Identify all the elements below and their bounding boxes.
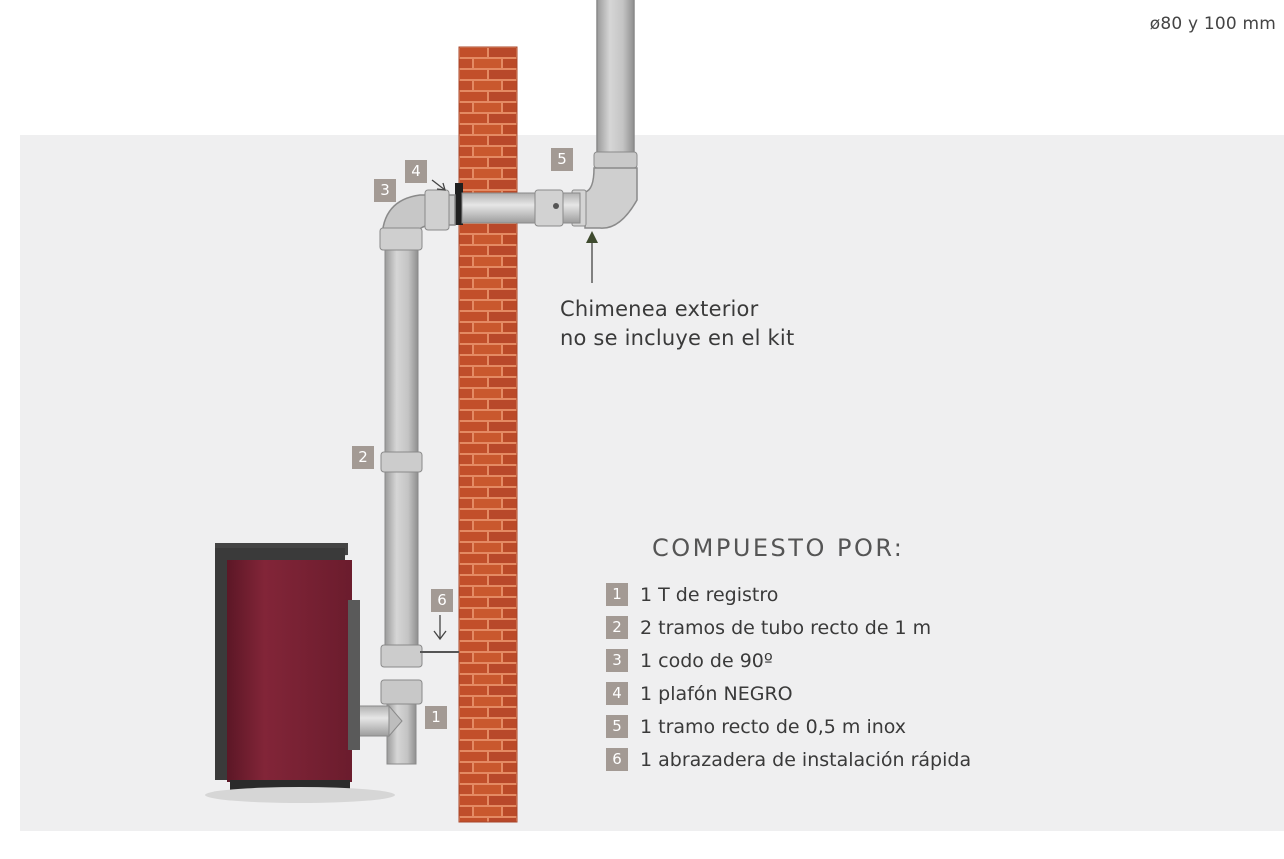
marker-5: 5 <box>551 148 573 171</box>
exterior-chimney-pipe <box>571 0 638 229</box>
wall-pass-pipe <box>455 183 581 227</box>
callout-line-1: Chimenea exterior <box>560 297 759 321</box>
marker-3: 3 <box>374 179 396 202</box>
legend-label: 1 T de registro <box>640 583 779 606</box>
legend-label: 1 plafón NEGRO <box>640 682 793 705</box>
marker-1: 1 <box>425 706 447 729</box>
legend-title: COMPUESTO POR: <box>652 534 905 562</box>
pellet-stove <box>205 543 395 803</box>
legend-number: 3 <box>606 649 628 672</box>
brick-wall <box>458 46 518 823</box>
legend-number: 2 <box>606 616 628 639</box>
legend-item: 6 1 abrazadera de instalación rápida <box>606 743 971 776</box>
marker-6: 6 <box>431 589 453 612</box>
legend-label: 1 abrazadera de instalación rápida <box>640 748 972 771</box>
legend-label: 1 tramo recto de 0,5 m inox <box>640 715 907 738</box>
interior-flue-pipe <box>354 189 459 765</box>
legend-number: 6 <box>606 748 628 771</box>
diameter-note: ø80 y 100 mm <box>1149 14 1276 34</box>
legend-item: 2 2 tramos de tubo recto de 1 m <box>606 611 971 644</box>
callout-arrow <box>586 231 598 283</box>
legend-number: 4 <box>606 682 628 705</box>
legend-label: 1 codo de 90º <box>640 649 773 672</box>
legend-list: 1 1 T de registro 2 2 tramos de tubo rec… <box>606 578 971 776</box>
marker-4: 4 <box>405 160 427 183</box>
legend-label: 2 tramos de tubo recto de 1 m <box>640 616 932 639</box>
legend-item: 4 1 plafón NEGRO <box>606 677 971 710</box>
legend-number: 1 <box>606 583 628 606</box>
legend-item: 1 1 T de registro <box>606 578 971 611</box>
marker-2: 2 <box>352 446 374 469</box>
legend-number: 5 <box>606 715 628 738</box>
marker-arrows <box>431 179 447 641</box>
exterior-chimney-callout: Chimenea exterior no se incluye en el ki… <box>560 295 794 353</box>
legend-item: 3 1 codo de 90º <box>606 644 971 677</box>
callout-line-2: no se incluye en el kit <box>560 326 795 350</box>
legend-item: 5 1 tramo recto de 0,5 m inox <box>606 710 971 743</box>
